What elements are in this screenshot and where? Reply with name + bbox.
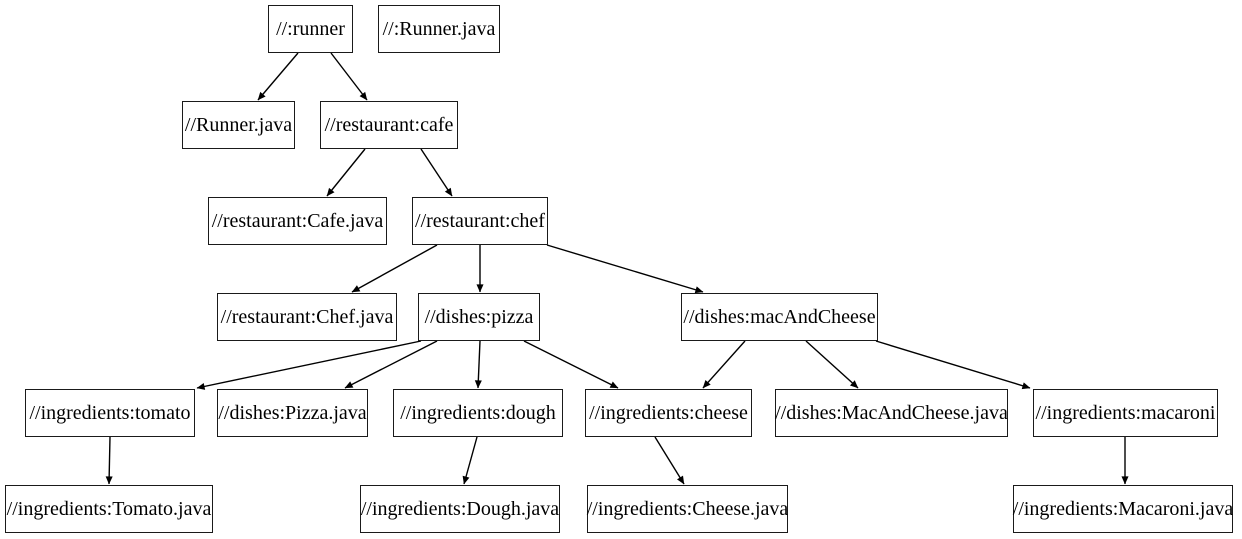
graph-node-chef-java: //restaurant:Chef.java [217,293,397,341]
graph-node-runner-java-src: //:Runner.java [378,5,500,53]
graph-node-label: //Runner.java [184,114,293,136]
graph-node-label: //ingredients:Cheese.java [586,498,789,520]
graph-node-runner-java: //Runner.java [182,101,295,149]
edge-pizza-to-pizza-java [344,340,438,389]
edge-macandcheese-to-cheese [702,340,746,389]
graph-node-cafe: //restaurant:cafe [320,101,458,149]
graph-node-pizza-java: //dishes:Pizza.java [217,389,368,437]
graph-node-label: //restaurant:Chef.java [220,306,394,328]
graph-node-label: //ingredients:cheese [589,402,748,424]
edge-runner-to-runner-java [257,52,299,101]
graph-node-cheese-java: //ingredients:Cheese.java [587,485,788,533]
edge-chef-to-macandcheese [546,244,704,294]
graph-node-dough: //ingredients:dough [393,389,563,437]
graph-node-macandcheese: //dishes:macAndCheese [681,293,878,341]
graph-node-label: //ingredients:Macaroni.java [1012,498,1234,520]
graph-node-pizza: //dishes:pizza [418,293,540,341]
edge-dough-to-dough-java [462,436,478,485]
edge-pizza-to-tomato [196,340,422,390]
edge-macandcheese-to-macandcheese-java [805,340,859,389]
graph-node-chef: //restaurant:chef [412,197,548,245]
edge-chef-to-chef-java [351,244,438,293]
graph-node-label: //restaurant:Cafe.java [211,210,384,232]
graph-node-tomato-java: //ingredients:Tomato.java [5,485,213,533]
graph-node-label: //:runner [276,18,345,40]
graph-node-label: //ingredients:Dough.java [360,498,560,520]
edge-pizza-to-cheese [523,340,619,389]
graph-node-label: //ingredients:macaroni [1035,402,1216,424]
graph-node-label: //ingredients:Tomato.java [6,498,212,520]
edge-runner-to-cafe [330,52,368,101]
edge-macandcheese-to-macaroni [875,340,1031,390]
edge-cheese-to-cheese-java [654,436,685,485]
graph-node-macandcheese-java: //dishes:MacAndCheese.java [775,389,1008,437]
graph-node-tomato: //ingredients:tomato [25,389,195,437]
graph-node-cheese: //ingredients:cheese [585,389,752,437]
graph-node-dough-java: //ingredients:Dough.java [360,485,560,533]
edge-tomato-to-tomato-java [105,436,113,485]
graph-node-macaroni: //ingredients:macaroni [1033,389,1218,437]
edge-cafe-to-chef [420,148,453,197]
graph-node-label: //dishes:macAndCheese [683,306,876,328]
edge-pizza-to-dough [474,340,482,389]
graph-node-label: //dishes:MacAndCheese.java [775,402,1008,424]
graph-node-label: //ingredients:dough [400,402,556,424]
graph-node-runner: //:runner [268,5,353,53]
graph-node-label: //restaurant:cafe [324,114,454,136]
graph-node-label: //restaurant:chef [415,210,545,232]
graph-node-macaroni-java: //ingredients:Macaroni.java [1013,485,1233,533]
graph-node-label: //dishes:Pizza.java [218,402,367,424]
graph-node-label: //ingredients:tomato [29,402,191,424]
graph-node-label: //:Runner.java [382,18,496,40]
edge-cafe-to-cafe-java [326,148,366,197]
graph-node-label: //dishes:pizza [424,306,534,328]
graph-node-cafe-java: //restaurant:Cafe.java [208,197,387,245]
